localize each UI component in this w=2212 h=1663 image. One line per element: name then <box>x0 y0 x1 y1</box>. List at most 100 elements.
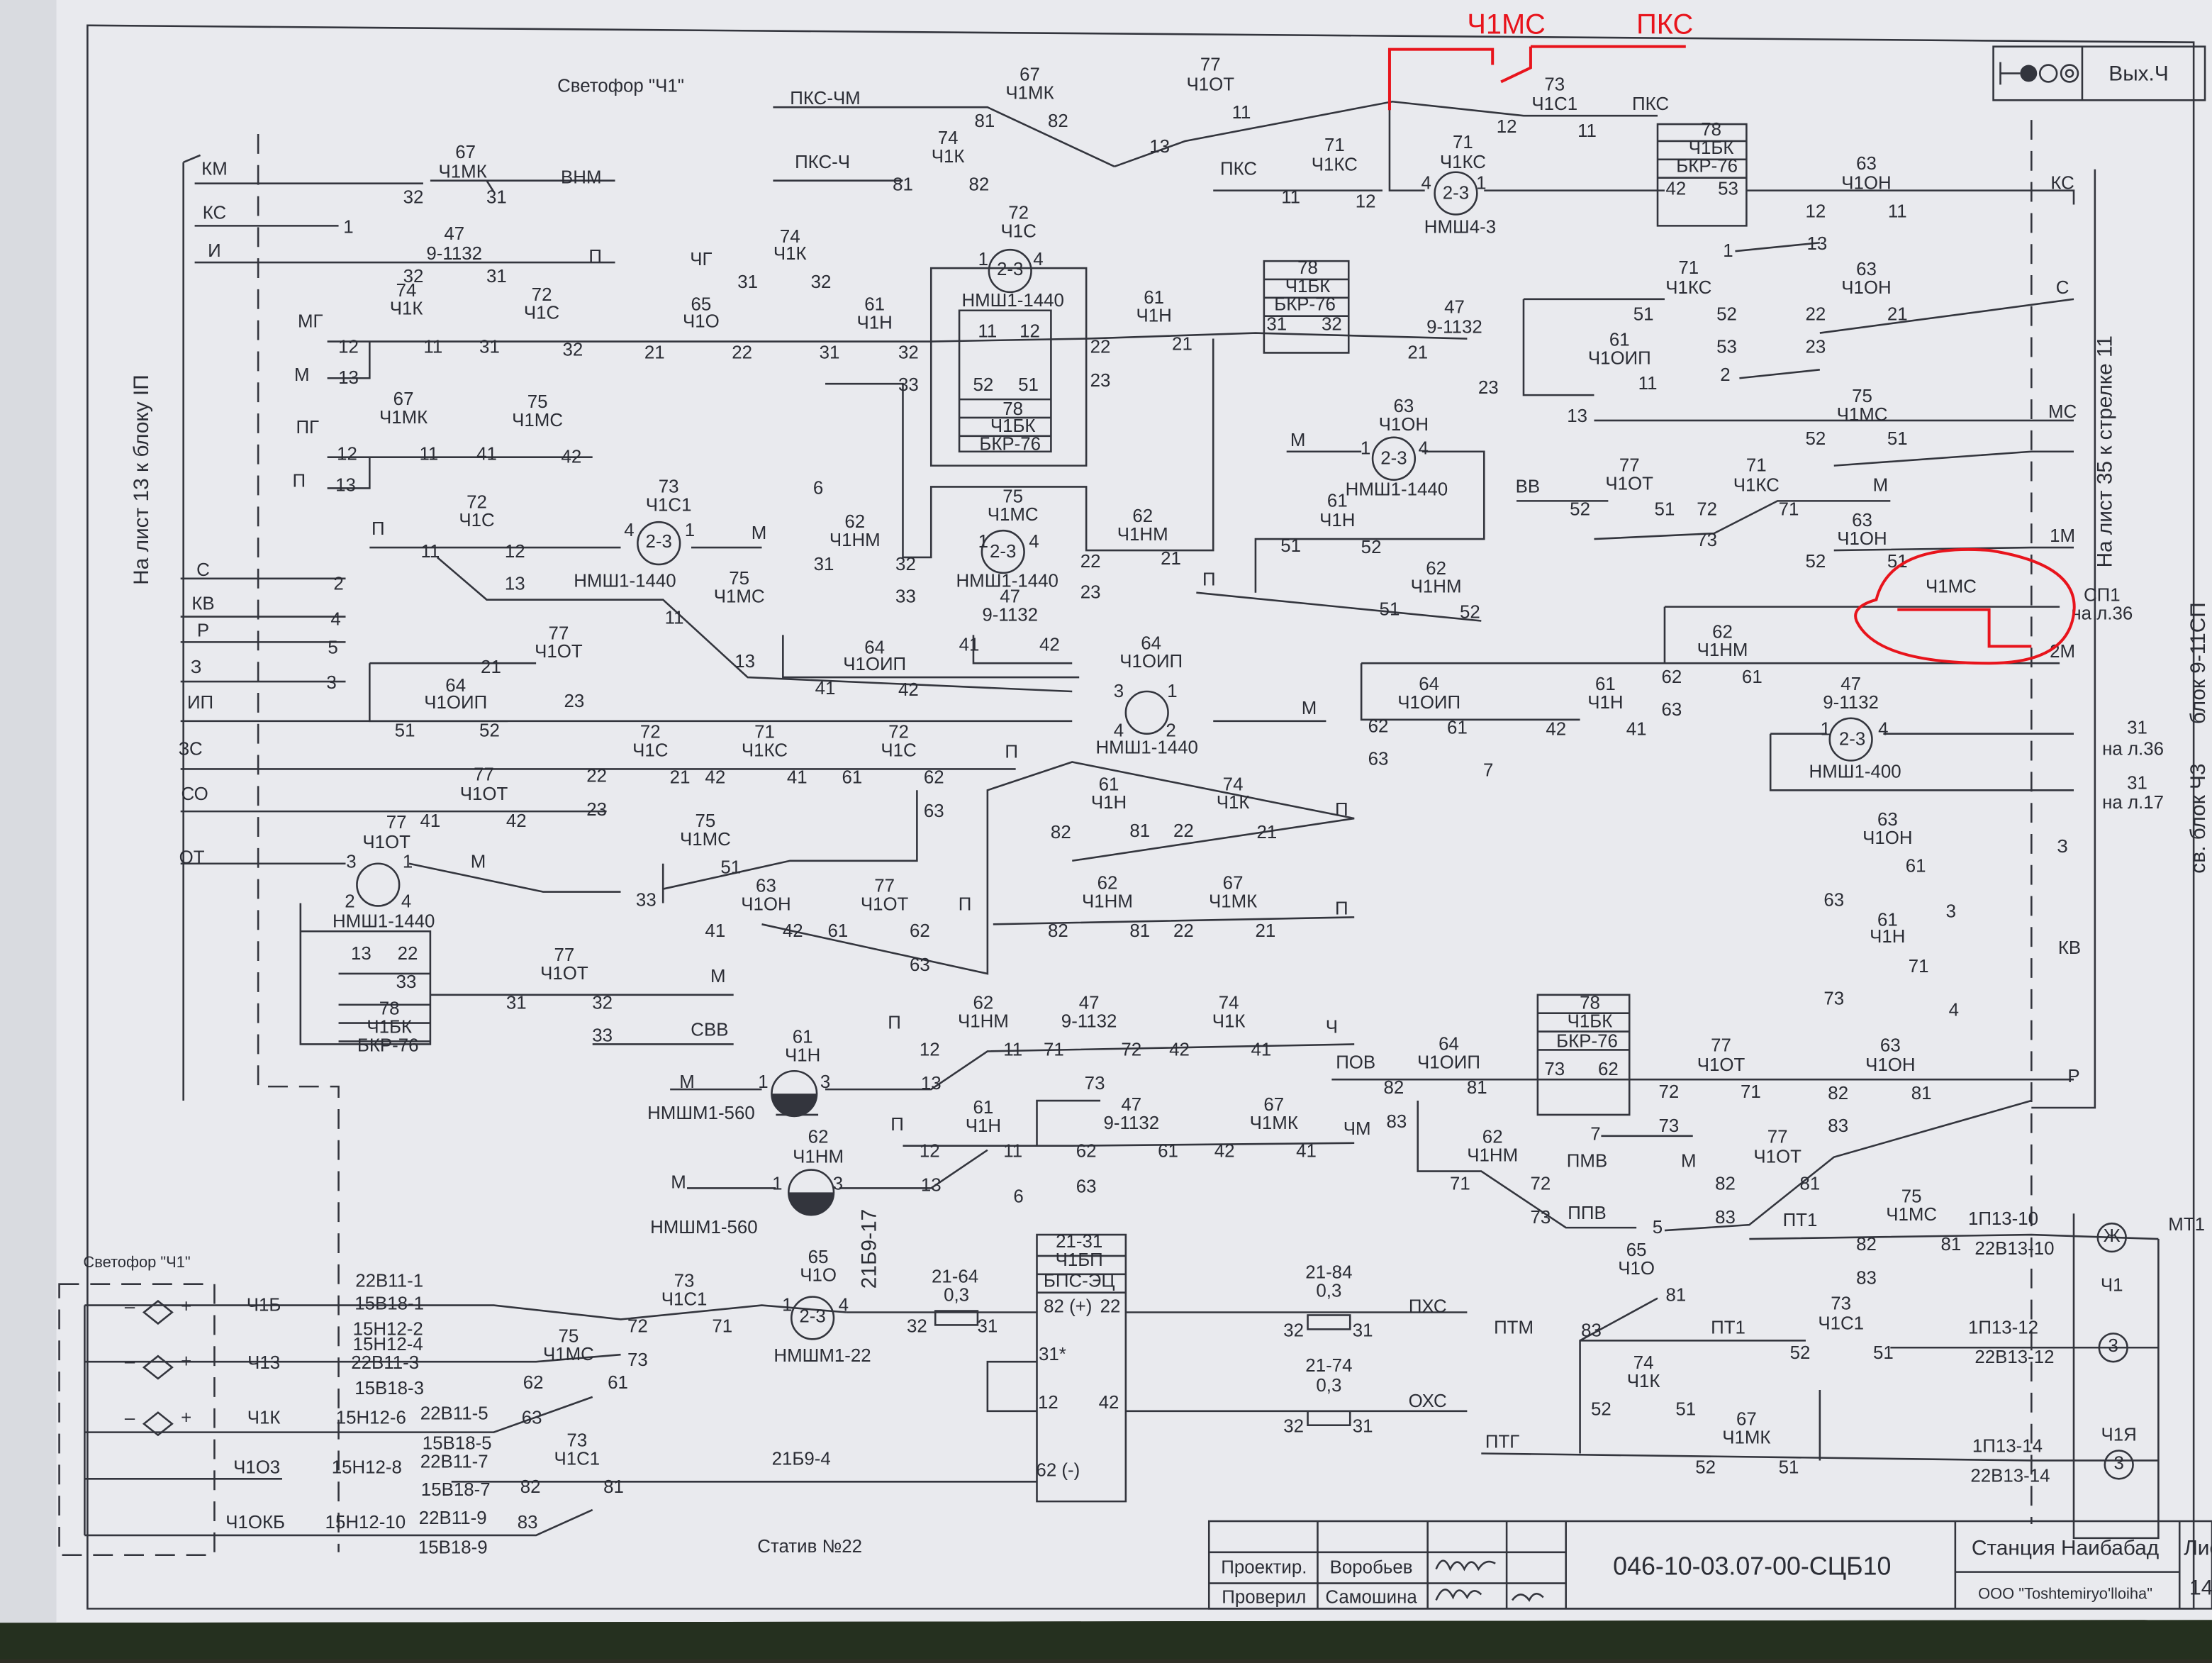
diagram-label: 22В13-12 <box>1974 1347 2054 1367</box>
diagram-label: ИП <box>187 693 213 713</box>
diagram-label: 33 <box>636 890 657 910</box>
diagram-label: 62 <box>1076 1142 1097 1162</box>
diagram-label: 73 <box>1085 1074 1105 1094</box>
diagram-label: 13 <box>1567 406 1587 426</box>
diagram-label: Ч1КС <box>1665 278 1711 298</box>
diagram-label: 47 <box>1000 587 1020 607</box>
diagram-label: 64 <box>1439 1034 1459 1054</box>
diagram-label: 63 <box>1856 154 1877 174</box>
diagram-label: 31 <box>737 272 758 292</box>
diagram-label: КВ <box>2058 938 2081 958</box>
relay-coil-icon <box>1434 171 1478 216</box>
sheet-label: Лис <box>2184 1537 2212 1560</box>
diagram-label: 75 <box>1852 386 1872 406</box>
diagram-label: 22 <box>1080 552 1101 572</box>
diagram-label: 6 <box>813 478 823 498</box>
diagram-label: 0,3 <box>944 1286 969 1306</box>
diagram-label: 13 <box>338 368 359 388</box>
diagram-label: 61 <box>1099 774 1119 794</box>
diagram-label: 41 <box>476 445 497 465</box>
diagram-label: на л.36 <box>2102 740 2164 760</box>
diagram-label: 7 <box>1483 760 1493 780</box>
diagram-label: 21Б9-17 <box>858 1209 881 1289</box>
diagram-label: П <box>1335 800 1348 820</box>
diagram-label: Ч1ОТ <box>362 833 410 852</box>
diagram-label: 52 <box>1695 1457 1716 1477</box>
diagram-label: 65 <box>808 1247 829 1267</box>
diagram-label: 74 <box>396 281 417 301</box>
diagram-label: 51 <box>1675 1400 1696 1420</box>
diagram-label: 15Н12-2 <box>353 1319 423 1339</box>
diagram-label: 3 <box>1114 682 1124 701</box>
diagram-label: МТ1 <box>2168 1215 2205 1235</box>
diagram-label: 71 <box>754 723 775 742</box>
diagram-label: 22В11-3 <box>351 1353 419 1373</box>
diagram-label: 53 <box>1718 179 1738 199</box>
diagram-label: НМШ1-1440 <box>1346 479 1448 499</box>
diagram-label: 32 <box>1322 315 1342 335</box>
signal-header-box: Вых.Ч <box>1992 45 2206 101</box>
diagram-label: – <box>125 1352 135 1372</box>
diagram-label: 81 <box>1467 1078 1487 1098</box>
diagram-label: 2 <box>333 574 343 594</box>
diagram-label: 64 <box>1419 674 1439 694</box>
red-annotation-pks: ПКС <box>1636 9 1693 40</box>
diagram-label: 41 <box>705 921 725 941</box>
diagram-label: на л.17 <box>2102 793 2164 813</box>
diagram-label: 67 <box>393 389 414 409</box>
diagram-label: ОХС <box>1409 1391 1447 1411</box>
diagram-label: З <box>2057 837 2068 857</box>
diagram-label: 47 <box>1121 1095 1141 1115</box>
diagram-label: 72 <box>1008 203 1029 223</box>
diagram-label: 41 <box>1296 1142 1317 1162</box>
diagram-label: БКР-76 <box>1556 1031 1618 1051</box>
diagram-label: 71 <box>1453 133 1473 152</box>
diagram-label: 83 <box>1387 1112 1407 1132</box>
diagram-label: 81 <box>1129 921 1150 941</box>
diagram-label: 51 <box>1633 305 1654 325</box>
diagram-label: 11 <box>1232 103 1251 123</box>
diagram-label: БКР-76 <box>357 1035 419 1055</box>
diagram-label: ЧГ <box>690 250 712 269</box>
diagram-label: 71 <box>1746 456 1767 476</box>
diagram-label: 62 <box>808 1128 829 1147</box>
diagram-label: Ч1МК <box>379 408 428 428</box>
diagram-label: Ч1ОН <box>1862 828 1912 848</box>
diagram-label: 21Б9-4 <box>772 1449 831 1469</box>
diagram-label: Ч1С <box>881 741 916 761</box>
diagram-label: 12 <box>337 445 357 465</box>
diagram-label: Ч1МС <box>543 1345 594 1364</box>
diagram-label: 73 <box>1823 989 1844 1009</box>
diagram-label: 11 <box>1638 374 1658 394</box>
diagram-label: 52 <box>1591 1400 1611 1420</box>
relay-coil-icon <box>988 248 1032 294</box>
diagram-label: КМ <box>201 160 228 179</box>
diagram-label: 78 <box>379 999 400 1019</box>
diagram-label: 52 <box>1805 552 1826 572</box>
diagram-label: 23 <box>1478 378 1499 398</box>
diagram-label: 41 <box>787 767 808 787</box>
diagram-label: 3 <box>833 1174 843 1194</box>
diagram-label: НМШ1-1440 <box>333 911 435 931</box>
diagram-label: Ч1ОКБ <box>225 1513 285 1533</box>
diagram-label: Ч1ОИП <box>843 655 906 674</box>
diagram-label: 72 <box>1530 1174 1551 1194</box>
diagram-label: + <box>181 1352 191 1372</box>
diagram-label: ОТ <box>179 848 205 868</box>
diagram-label: 12 <box>1020 322 1040 342</box>
diagram-label: 83 <box>1581 1320 1602 1340</box>
diagram-label: 65 <box>691 295 712 315</box>
diagram-label: МС <box>2048 402 2077 422</box>
diagram-label: 32 <box>403 267 424 287</box>
diagram-label: 32 <box>562 340 583 360</box>
diagram-label: 31* <box>1039 1345 1066 1364</box>
diagram-label: 42 <box>1546 720 1566 740</box>
diagram-label: 13 <box>505 574 525 594</box>
diagram-label: 41 <box>420 811 441 831</box>
diagram-label: 82 <box>969 175 990 195</box>
diagram-label: 77 <box>474 764 494 784</box>
diagram-label: 63 <box>1393 396 1414 416</box>
diagram-label: 23 <box>1090 371 1111 391</box>
diagram-label: 61 <box>1447 718 1468 738</box>
diagram-label: Ч1МС <box>680 830 731 850</box>
